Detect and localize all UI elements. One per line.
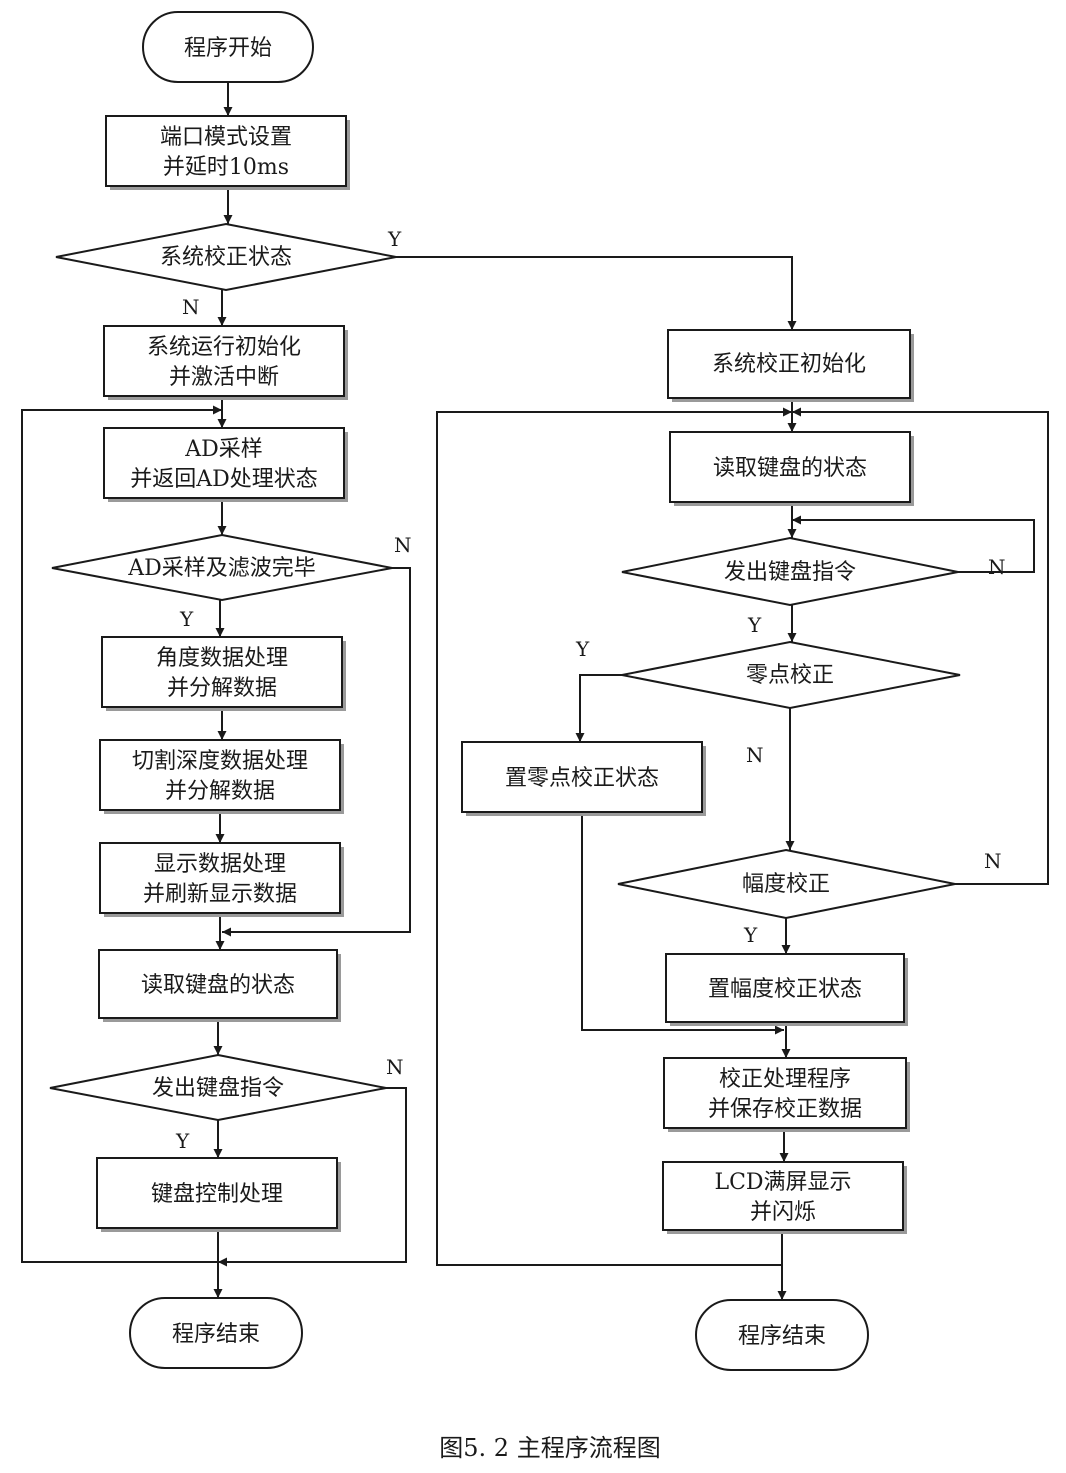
node-kbd-cmd-left: 发出键盘指令 — [49, 1053, 387, 1122]
node-depth-proc-line2: 并分解数据 — [165, 779, 275, 804]
node-angle-proc-line1: 角度数据处理 — [156, 646, 288, 671]
node-kbd-cmd-right-label: 发出键盘指令 — [724, 560, 856, 585]
node-zero-calib-label: 零点校正 — [746, 663, 834, 688]
edge-calib-state-yes — [396, 256, 797, 330]
label-y-ad-done: Y — [179, 607, 194, 631]
node-depth-proc: 切割深度数据处理 并分解数据 — [99, 739, 344, 814]
node-read-kbd-left: 读取键盘的状态 — [98, 949, 341, 1022]
edge-left-main-loop — [21, 405, 222, 1263]
node-end-left: 程序结束 — [129, 1297, 303, 1369]
label-y-sys-calib: Y — [387, 227, 402, 251]
node-angle-proc: 角度数据处理 并分解数据 — [101, 636, 346, 711]
node-amp-calib: 幅度校正 — [617, 848, 956, 920]
node-kbd-ctrl: 键盘控制处理 — [96, 1157, 341, 1232]
node-ad-sample-line1: AD采样 — [184, 437, 263, 462]
node-calib-proc: 校正处理程序 并保存校正数据 — [663, 1057, 910, 1132]
node-set-amp-state-label: 置幅度校正状态 — [708, 977, 862, 1002]
node-ad-sample-line2: 并返回AD处理状态 — [130, 467, 318, 492]
node-set-zero-state: 置零点校正状态 — [461, 741, 706, 816]
node-run-init-line1: 系统运行初始化 — [147, 335, 301, 360]
node-end-left-label: 程序结束 — [172, 1322, 260, 1347]
node-ad-done: AD采样及滤波完毕 — [51, 533, 393, 602]
node-kbd-cmd-right: 发出键盘指令 — [621, 536, 959, 607]
node-port-setup-line2: 并延时10ms — [163, 155, 289, 180]
node-sys-calib-state: 系统校正状态 — [55, 222, 397, 292]
node-port-setup: 端口模式设置 并延时10ms — [105, 115, 350, 190]
node-set-zero-state-label: 置零点校正状态 — [505, 766, 659, 791]
label-y-zero: Y — [575, 637, 590, 661]
node-end-right: 程序结束 — [695, 1299, 869, 1371]
node-kbd-cmd-left-label: 发出键盘指令 — [152, 1076, 284, 1101]
figure-caption: 图5. 2 主程序流程图 — [439, 1434, 660, 1462]
node-calib-init-label: 系统校正初始化 — [712, 352, 866, 377]
node-read-kbd-right-label: 读取键盘的状态 — [713, 456, 867, 481]
node-start: 程序开始 — [142, 11, 314, 83]
edges — [21, 82, 1049, 1300]
node-angle-proc-line2: 并分解数据 — [167, 676, 277, 701]
node-lcd-flash-line1: LCD满屏显示 — [714, 1170, 851, 1195]
node-kbd-ctrl-label: 键盘控制处理 — [151, 1182, 283, 1207]
node-zero-calib: 零点校正 — [621, 640, 961, 710]
node-sys-calib-state-label: 系统校正状态 — [160, 245, 292, 270]
node-run-init-line2: 并激活中断 — [169, 365, 279, 390]
label-y-kbd-right: Y — [747, 613, 762, 637]
edge-zero-yes — [575, 674, 622, 742]
label-n-zero: N — [746, 743, 764, 767]
node-start-label: 程序开始 — [184, 36, 272, 61]
label-y-kbd-left: Y — [175, 1129, 190, 1153]
node-ad-sample: AD采样 并返回AD处理状态 — [103, 427, 348, 502]
node-display-proc-line2: 并刷新显示数据 — [143, 882, 297, 907]
node-read-kbd-left-label: 读取键盘的状态 — [141, 973, 295, 998]
label-n-amp: N — [984, 849, 1002, 873]
label-y-amp: Y — [743, 923, 758, 947]
node-calib-proc-line2: 并保存校正数据 — [708, 1097, 862, 1122]
node-port-setup-line1: 端口模式设置 — [160, 125, 292, 150]
edge-ad-done-no — [222, 567, 411, 937]
node-set-amp-state: 置幅度校正状态 — [665, 953, 908, 1026]
node-lcd-flash: LCD满屏显示 并闪烁 — [662, 1161, 907, 1234]
node-display-proc-line1: 显示数据处理 — [154, 852, 286, 877]
node-amp-calib-label: 幅度校正 — [742, 872, 830, 897]
node-lcd-flash-line2: 并闪烁 — [750, 1200, 816, 1225]
label-n-kbd-left: N — [386, 1055, 404, 1079]
node-end-right-label: 程序结束 — [738, 1324, 826, 1349]
label-n-sys-calib: N — [182, 295, 200, 319]
edge-amp-no-loop — [792, 407, 1049, 885]
node-read-kbd-right: 读取键盘的状态 — [669, 431, 914, 506]
edge-kbd-cmd-left-no — [218, 1087, 407, 1267]
edge-set-zero-merge — [581, 812, 784, 1035]
node-display-proc: 显示数据处理 并刷新显示数据 — [99, 842, 344, 917]
branch-labels: Y N N Y N Y N Y Y N N Y — [175, 227, 1006, 1153]
node-depth-proc-line1: 切割深度数据处理 — [132, 749, 308, 774]
node-ad-done-label: AD采样及滤波完毕 — [127, 556, 316, 581]
node-calib-proc-line1: 校正处理程序 — [719, 1067, 851, 1092]
node-run-init: 系统运行初始化 并激活中断 — [103, 325, 348, 400]
edge-kbd-cmd-right-no — [792, 515, 1035, 573]
node-calib-init: 系统校正初始化 — [667, 329, 914, 402]
label-n-ad-done: N — [394, 533, 412, 557]
edge-right-main-loop — [436, 407, 792, 1266]
label-n-kbd-right: N — [988, 555, 1006, 579]
